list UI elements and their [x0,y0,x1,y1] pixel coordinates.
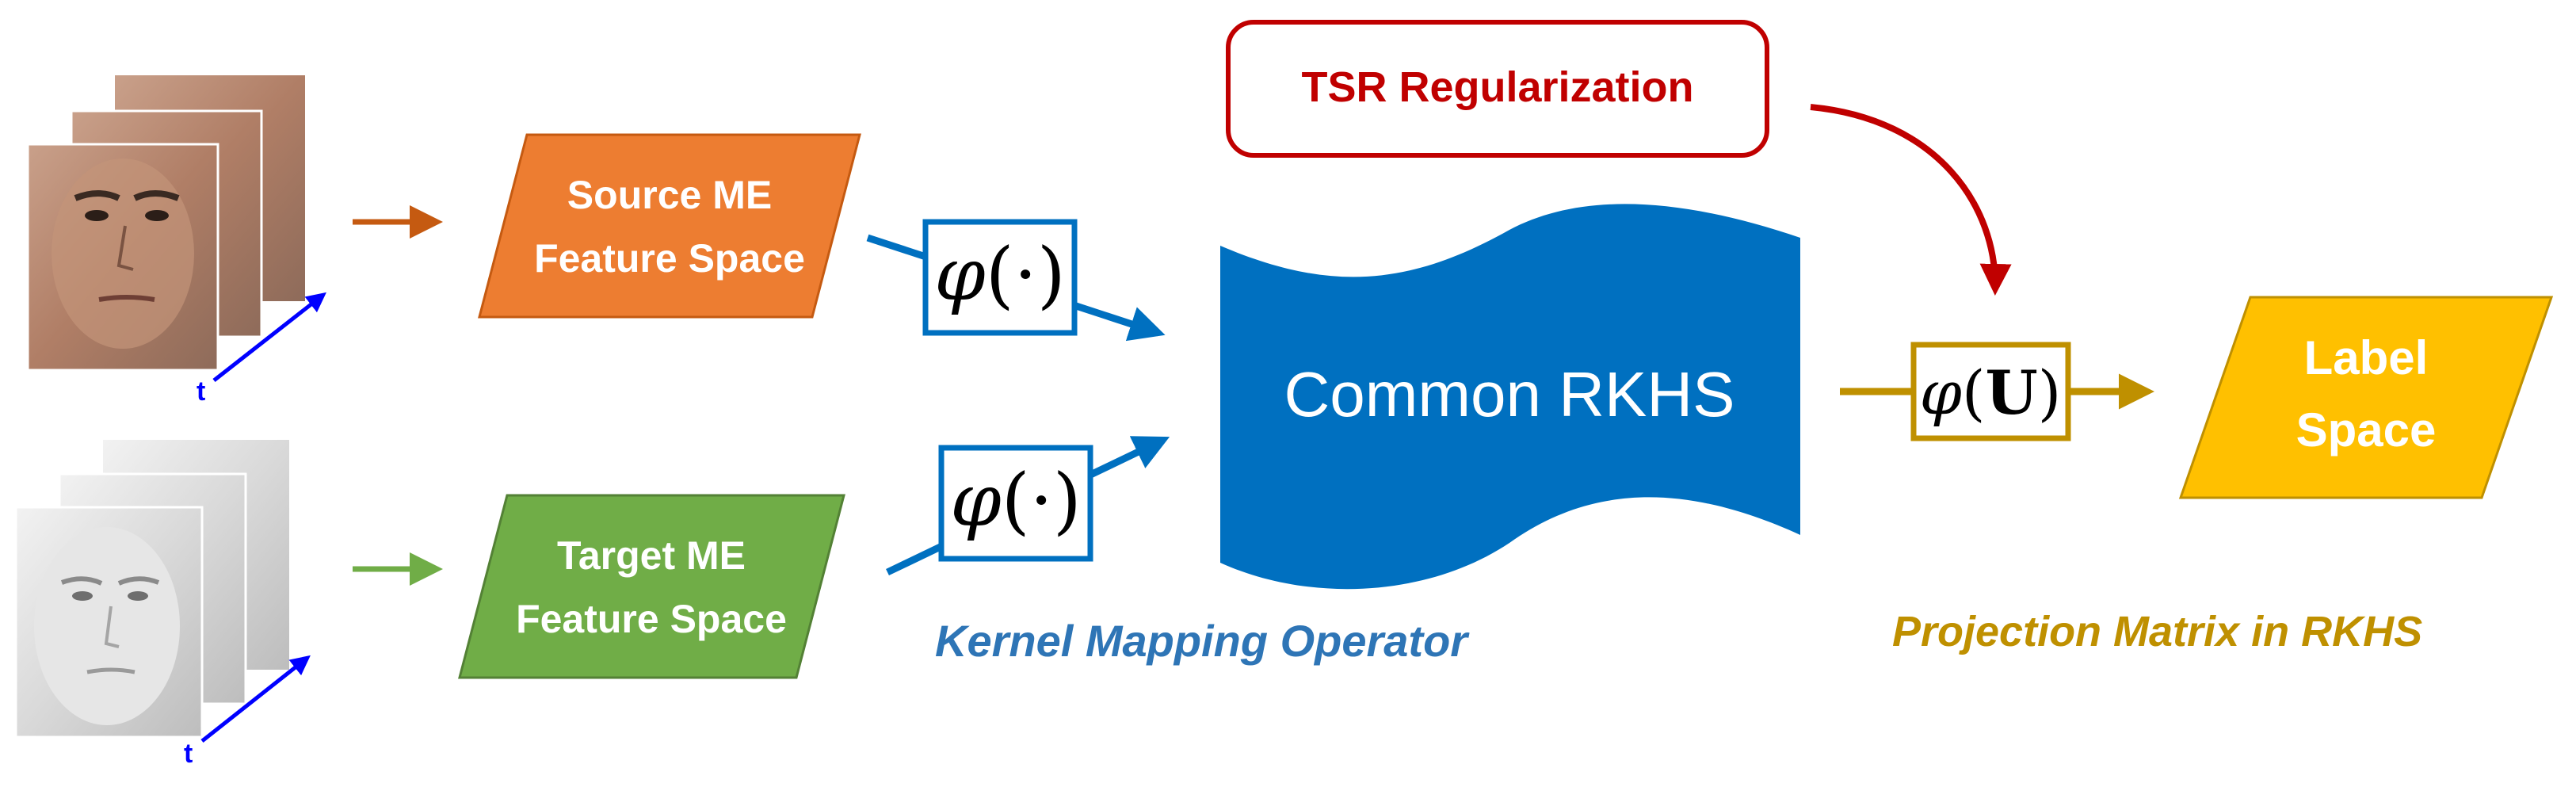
source-time-label: t [197,376,205,407]
common-rkhs: Common RKHS [1220,204,1800,590]
target-face-stack: t [14,440,311,769]
target-feature-label-2: Feature Space [516,597,787,641]
target-frame-front [14,506,204,739]
label-space-label-2: Space [2296,403,2437,457]
source-feature-label-1: Source ME [567,173,772,217]
projection-open-paren: ( [1962,357,1986,428]
target-phi-symbol: φ [950,458,1002,543]
target-time-label: t [184,739,193,769]
tsr-regularization: TSR Regularization [1226,20,1769,158]
svg-text:φ(U): φ(U) [1920,357,2062,428]
target-kernel-operator: φ(·) [938,445,1093,562]
regularization-arrow [1810,104,2012,296]
label-space: Label Space [2178,296,2554,499]
target-time-axis [200,655,311,743]
projection-matrix-operator: φ(U) [1910,342,2071,441]
source-phi-argument: (·) [986,232,1066,317]
svg-text:φ(·): φ(·) [934,232,1065,317]
target-phi-argument: (·) [1002,458,1082,543]
source-feature-space: Source ME Feature Space [478,133,861,319]
projection-phi-symbol: φ [1920,357,1962,428]
tsr-regularization-label: TSR Regularization [1301,63,1693,111]
projection-matrix-symbol: U [1985,357,2037,428]
source-kernel-operator: φ(·) [922,219,1078,336]
svg-text:φ(·): φ(·) [950,458,1081,543]
source-feature-label-2: Feature Space [534,236,805,281]
source-time-axis [212,292,326,382]
label-space-label-1: Label [2304,331,2429,384]
projection-close-paren: ) [2038,357,2062,428]
common-rkhs-label: Common RKHS [1284,359,1735,430]
source-face-stack: t [26,75,326,407]
projection-matrix-caption: Projection Matrix in RKHS [1892,608,2422,655]
source-frame-front [26,143,219,372]
target-feature-label-1: Target ME [557,533,746,578]
target-feature-space: Target ME Feature Space [458,494,845,679]
kernel-mapping-caption: Kernel Mapping Operator [935,616,1470,666]
source-phi-symbol: φ [934,232,986,317]
